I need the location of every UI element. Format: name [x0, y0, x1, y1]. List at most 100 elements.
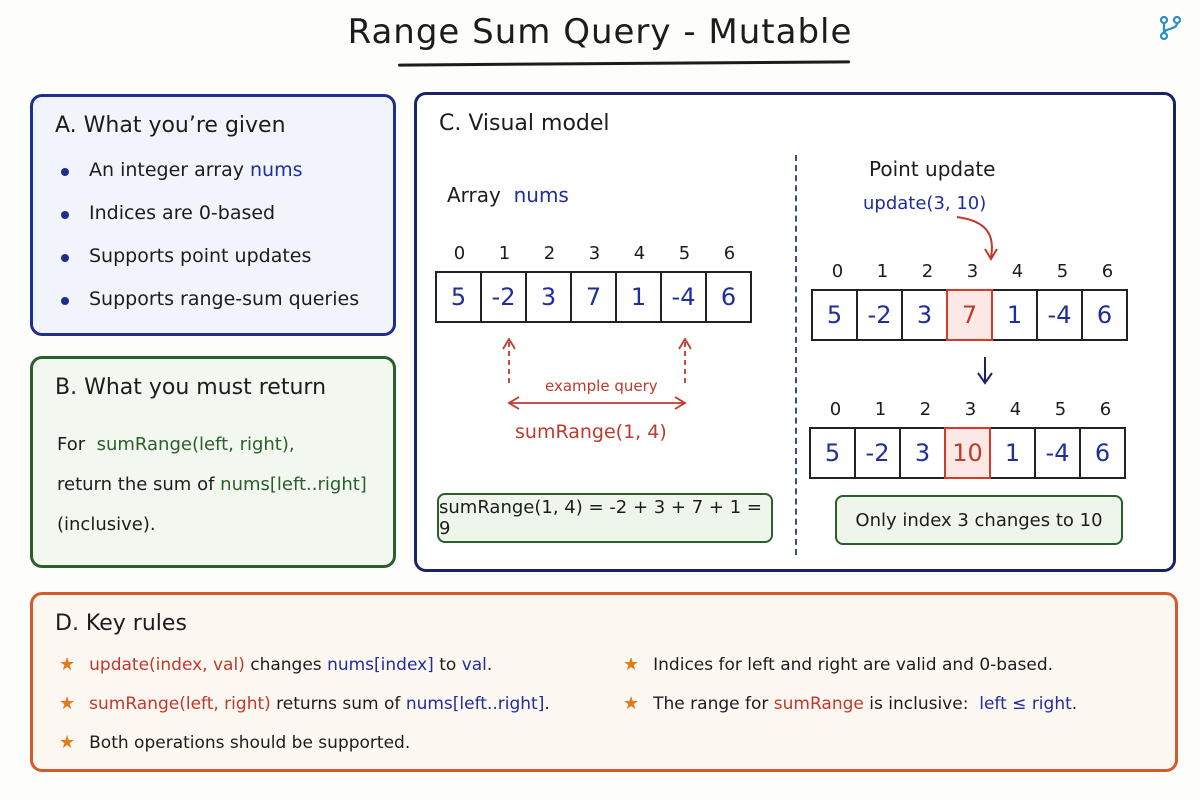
- index-label: 4: [1011, 261, 1024, 282]
- bullet-text: Supports range-sum queries: [89, 288, 360, 310]
- rule-item: ★ Indices for left and right are valid a…: [623, 645, 1077, 684]
- index-label: 5: [678, 243, 691, 264]
- panel-rules-title: D. Key rules: [55, 611, 187, 636]
- dashed-divider: [795, 155, 797, 555]
- array-cell: -4: [1034, 427, 1081, 479]
- array-cell: 6: [705, 271, 752, 323]
- index-label: 3: [966, 261, 979, 282]
- index-label: 0: [453, 243, 466, 264]
- index-label: 2: [543, 243, 556, 264]
- array-cell: 5: [809, 427, 856, 479]
- index-label: 5: [1054, 399, 1067, 420]
- index-label: 0: [831, 261, 844, 282]
- index-label: 3: [964, 399, 977, 420]
- index-label: 0: [829, 399, 842, 420]
- array-cell: 3: [525, 271, 572, 323]
- point-update-title: Point update: [869, 157, 996, 181]
- sum-result-box: sumRange(1, 4) = -2 + 3 + 7 + 1 = 9: [437, 493, 773, 543]
- array-cell: 7: [570, 271, 617, 323]
- array-cell: -2: [856, 289, 903, 341]
- nums-slice: nums[left..right]: [220, 474, 367, 495]
- panel-given: A. What you’re given An integer array nu…: [30, 94, 396, 336]
- rule-code: val: [461, 654, 487, 675]
- bullet-icon: [61, 168, 69, 176]
- index-label: 6: [723, 243, 736, 264]
- index-label: 5: [1056, 261, 1069, 282]
- array-cell: -4: [660, 271, 707, 323]
- bullet-text: An integer array: [89, 159, 244, 181]
- array-cell: -2: [854, 427, 901, 479]
- array-label-text: Array: [447, 183, 501, 207]
- rule-code: update(index, val): [89, 654, 245, 675]
- rule-code: nums[index]: [327, 654, 434, 675]
- return-description: For sumRange(left, right), return the su…: [57, 425, 367, 545]
- rule-text: Indices for left and right are valid and…: [653, 654, 1054, 675]
- sumrange-signature: sumRange(left, right),: [96, 434, 295, 455]
- bullet-text: Indices are 0-based: [89, 202, 276, 224]
- index-label: 1: [874, 399, 887, 420]
- panel-visual-title: C. Visual model: [439, 111, 610, 136]
- branch-icon: [1159, 15, 1182, 41]
- rules-right: ★ Indices for left and right are valid a…: [623, 645, 1077, 723]
- title-underline: [397, 60, 851, 67]
- rule-text: to: [439, 654, 457, 675]
- bullet-icon: [61, 254, 69, 262]
- list-item: Supports point updates: [55, 245, 359, 288]
- sumrange-example: sumRange(1, 4): [515, 421, 667, 443]
- array-cell-updated: 10: [944, 427, 991, 479]
- rule-code: left ≤ right: [979, 693, 1072, 714]
- star-icon: ★: [59, 732, 76, 753]
- index-label: 3: [588, 243, 601, 264]
- index-label: 6: [1101, 261, 1114, 282]
- index-row: 0 1 2 3 4 5 6: [815, 261, 1130, 282]
- star-icon: ★: [59, 654, 76, 675]
- array-cell: 5: [435, 271, 482, 323]
- star-icon: ★: [623, 693, 640, 714]
- return-text: return the sum of: [57, 474, 215, 495]
- example-query-label: example query: [545, 377, 658, 395]
- array-cell-updated: 7: [946, 289, 993, 341]
- bullet-icon: [61, 211, 69, 219]
- rule-text: returns sum of: [276, 693, 401, 714]
- index-label: 2: [921, 261, 934, 282]
- index-label: 4: [1009, 399, 1022, 420]
- array-cell: 6: [1081, 289, 1128, 341]
- rules-left: ★ update(index, val) changes nums[index]…: [59, 645, 550, 762]
- change-note-box: Only index 3 changes to 10: [835, 495, 1123, 545]
- rule-text: .: [486, 654, 493, 675]
- array-cell: 6: [1079, 427, 1126, 479]
- rule-item: ★ The range for sumRange is inclusive: l…: [623, 684, 1077, 723]
- rule-item: ★ sumRange(left, right) returns sum of n…: [59, 684, 550, 723]
- array-label: Array nums: [447, 183, 569, 207]
- given-list: An integer array nums Indices are 0-base…: [55, 159, 359, 331]
- rule-text: .: [1071, 693, 1078, 714]
- rule-text: is inclusive:: [869, 693, 969, 714]
- return-text: For: [57, 434, 86, 455]
- star-icon: ★: [623, 654, 640, 675]
- index-label: 1: [876, 261, 889, 282]
- rule-code: sumRange: [773, 693, 864, 714]
- array-cell: 1: [615, 271, 662, 323]
- index-label: 2: [919, 399, 932, 420]
- rule-text: .: [544, 693, 550, 714]
- list-item: An integer array nums: [55, 159, 359, 202]
- array-cell: 1: [989, 427, 1036, 479]
- array-cell: -2: [480, 271, 527, 323]
- query-arrows: [502, 216, 998, 410]
- array-name: nums: [513, 183, 569, 207]
- page-title: Range Sum Query - Mutable: [347, 12, 853, 52]
- rule-item: ★ Both operations should be supported.: [59, 723, 550, 762]
- rule-code: nums[left..right]: [405, 693, 545, 714]
- array-cell: 5: [811, 289, 858, 341]
- rule-item: ★ update(index, val) changes nums[index]…: [59, 645, 550, 684]
- bullet-code: nums: [250, 159, 303, 181]
- array-cell: -4: [1036, 289, 1083, 341]
- list-item: Indices are 0-based: [55, 202, 359, 245]
- update-call: update(3, 10): [863, 193, 987, 214]
- list-item: Supports range-sum queries: [55, 288, 359, 331]
